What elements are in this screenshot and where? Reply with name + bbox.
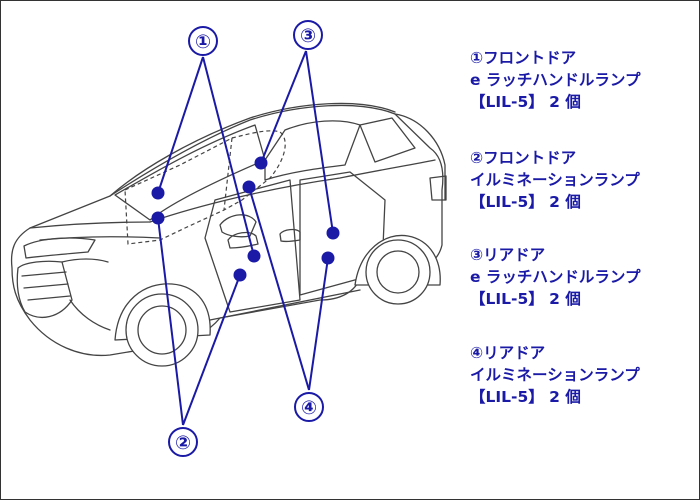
lamp-dot-2b <box>233 268 247 282</box>
legend-3-spec: 【LIL-5】 2 個 <box>470 290 581 308</box>
callout-2: ② <box>168 427 198 457</box>
legend-3-lamp: e ラッチハンドルランプ <box>470 268 641 286</box>
callout-3-label: ③ <box>300 25 316 47</box>
lamp-dot-1b <box>247 249 261 263</box>
legend-front-door-illumination: ②フロントドア イルミネーションランプ 【LIL-5】 2 個 <box>470 147 640 213</box>
legend-2-title: ②フロントドア <box>470 149 577 167</box>
lamp-dot-4a <box>242 180 256 194</box>
legend-rear-door-latch: ③リアドア e ラッチハンドルランプ 【LIL-5】 2 個 <box>470 244 640 310</box>
lamp-markers <box>151 156 340 282</box>
lamp-dot-4b <box>321 251 335 265</box>
lamp-dot-3b <box>326 226 340 240</box>
callout-2-label: ② <box>175 432 191 454</box>
legend-4-lamp: イルミネーションランプ <box>470 366 640 384</box>
lamp-dot-2a <box>151 211 165 225</box>
legend-front-door-latch: ①フロントドア e ラッチハンドルランプ 【LIL-5】 2 個 <box>470 47 640 113</box>
legend-rear-door-illumination: ④リアドア イルミネーションランプ 【LIL-5】 2 個 <box>470 342 640 408</box>
legend-2-lamp: イルミネーションランプ <box>470 171 640 189</box>
car-illustration <box>10 102 447 367</box>
leader-lines <box>157 50 334 426</box>
legend-1-lamp: e ラッチハンドルランプ <box>470 71 641 89</box>
legend-1-title: ①フロントドア <box>470 49 577 67</box>
callout-1: ① <box>188 26 218 56</box>
hidden-door-edge-rear <box>223 130 286 211</box>
callout-3: ③ <box>293 20 323 50</box>
legend-3-title: ③リアドア <box>470 246 546 264</box>
lamp-dot-1a <box>151 186 165 200</box>
callout-4-label: ④ <box>301 397 317 419</box>
callout-4: ④ <box>294 392 324 422</box>
lamp-dot-3a <box>254 156 268 170</box>
legend-1-spec: 【LIL-5】 2 個 <box>470 93 581 111</box>
legend-4-spec: 【LIL-5】 2 個 <box>470 388 581 406</box>
hidden-door-edge-front <box>124 136 233 245</box>
legend-2-spec: 【LIL-5】 2 個 <box>470 193 581 211</box>
legend-4-title: ④リアドア <box>470 344 546 362</box>
callout-1-label: ① <box>195 31 211 53</box>
